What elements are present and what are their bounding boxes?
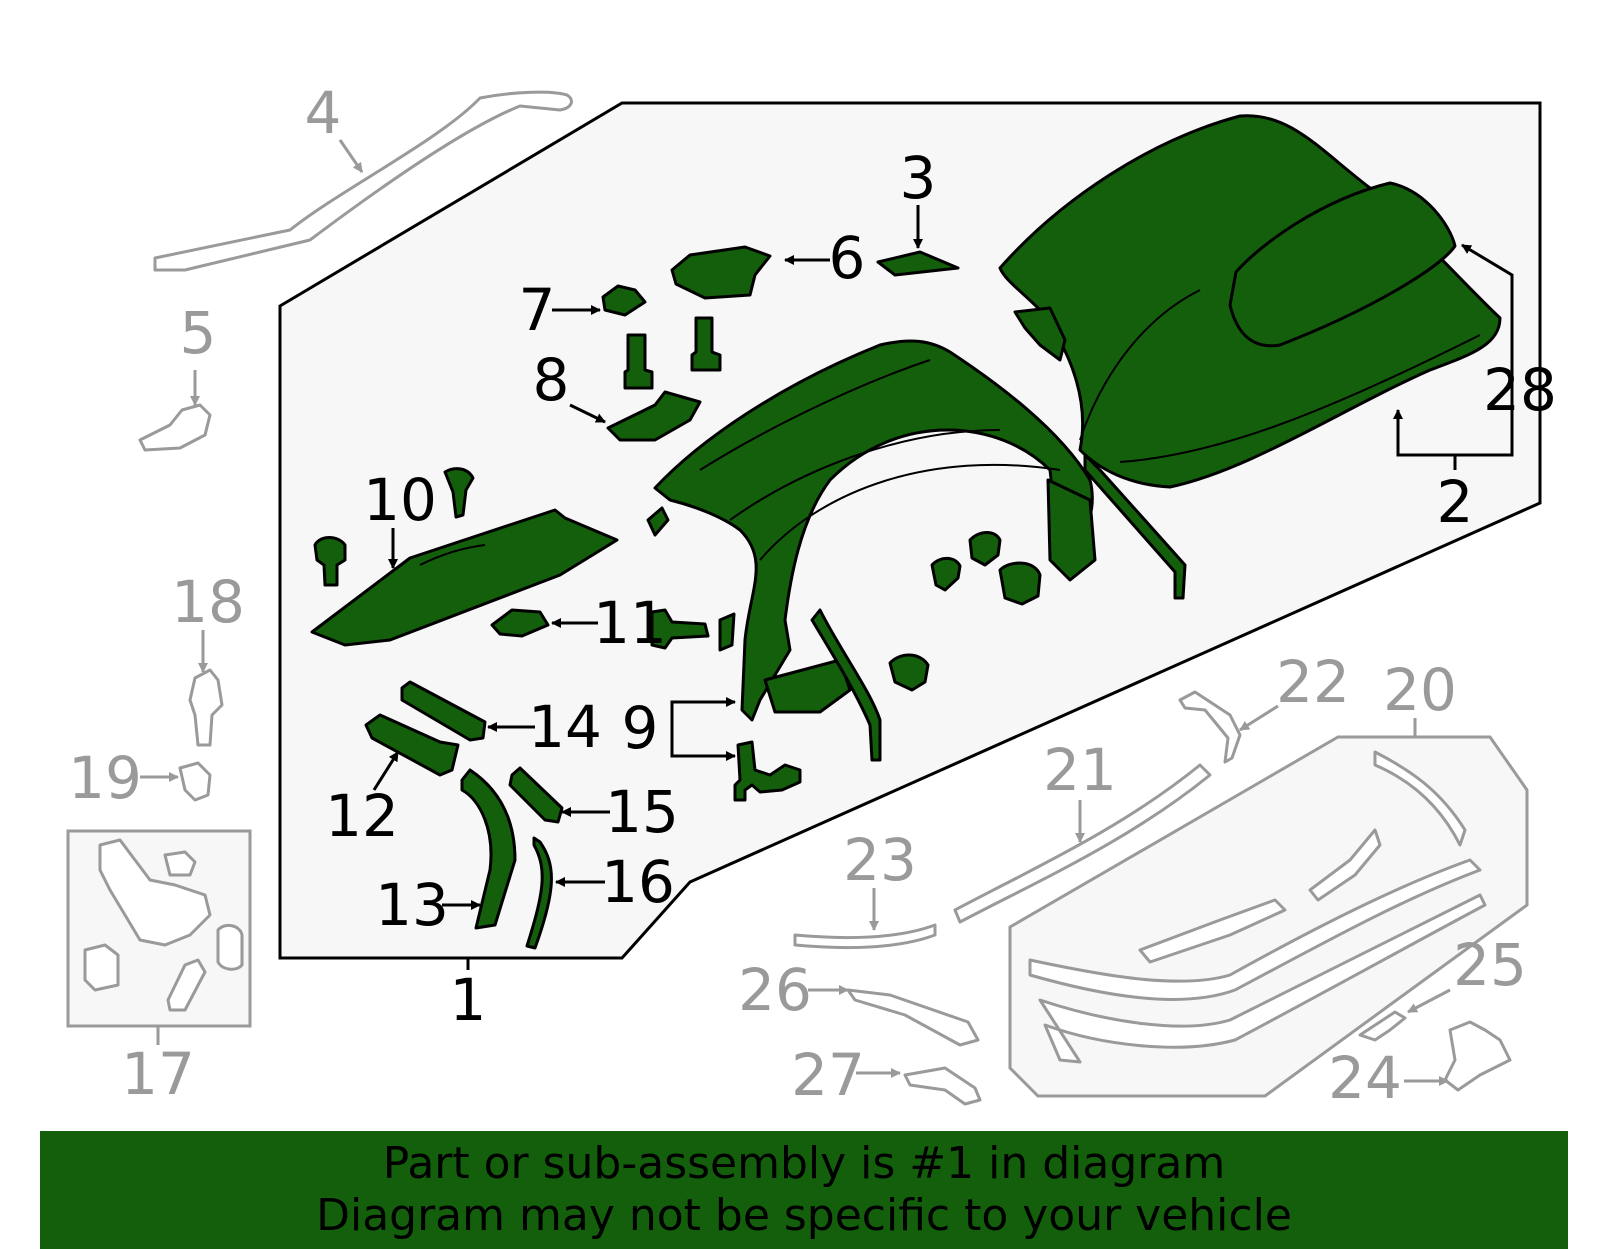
spacer-plate[interactable] xyxy=(718,612,736,652)
callout-20: 20 xyxy=(1383,656,1457,724)
grommet-a[interactable] xyxy=(930,556,962,592)
part-22-bracket xyxy=(1178,690,1242,764)
callout-27: 27 xyxy=(791,1041,865,1109)
part-9-cable[interactable] xyxy=(733,740,802,802)
bolt-b[interactable] xyxy=(690,316,722,372)
part-15-strip[interactable] xyxy=(508,766,564,824)
part-20-bracket-a xyxy=(1138,898,1287,964)
part-17-component-a xyxy=(98,838,212,947)
callout-19: 19 xyxy=(68,744,142,812)
part-25-bracket xyxy=(1358,1010,1407,1042)
part-17-component-b xyxy=(163,850,197,877)
callout-22: 22 xyxy=(1276,648,1350,716)
part-27-strip xyxy=(903,1066,982,1106)
callout-15: 15 xyxy=(605,778,679,846)
callout-28: 28 xyxy=(1483,356,1557,424)
panel-clip[interactable] xyxy=(313,536,347,587)
part-13-seal[interactable] xyxy=(460,768,517,930)
part-20-bracket-b xyxy=(1308,828,1382,902)
part-21-strip xyxy=(953,763,1212,924)
bolt-a[interactable] xyxy=(623,333,654,390)
part-10-panel[interactable] xyxy=(310,508,619,647)
part-5-bracket xyxy=(138,403,212,452)
callout-13: 13 xyxy=(375,871,449,939)
side-cable[interactable] xyxy=(1083,453,1187,600)
callout-18: 18 xyxy=(171,568,245,636)
part-10-screw[interactable] xyxy=(443,467,475,519)
callout-9: 9 xyxy=(622,694,659,762)
grommet-d[interactable] xyxy=(888,653,930,692)
part-18-clip xyxy=(188,668,224,747)
rear-window[interactable] xyxy=(1228,181,1457,348)
callout-10: 10 xyxy=(363,466,437,534)
banner-line-2: Diagram may not be specific to your vehi… xyxy=(316,1190,1292,1241)
callout-5: 5 xyxy=(180,299,217,367)
part-4-rail xyxy=(153,90,573,272)
callout-26: 26 xyxy=(738,956,812,1024)
part-12-bracket[interactable] xyxy=(364,713,460,777)
callout-21: 21 xyxy=(1043,736,1117,804)
part-16-seal[interactable] xyxy=(525,836,553,950)
callout-14: 14 xyxy=(528,693,602,761)
callout-11: 11 xyxy=(593,589,667,657)
frame-bracket[interactable] xyxy=(646,506,670,537)
part-23-strip xyxy=(793,923,937,950)
part-19-clip xyxy=(178,761,212,802)
part-17-component-e xyxy=(166,958,207,1012)
part-17-component-c xyxy=(83,943,120,992)
callout-24: 24 xyxy=(1328,1044,1402,1112)
part-20-seal-c xyxy=(1373,750,1467,847)
part-8-bracket[interactable] xyxy=(606,390,702,442)
info-banner: Part or sub-assembly is #1 in diagram Di… xyxy=(40,1131,1568,1249)
callout-17: 17 xyxy=(121,1040,195,1108)
trim-piece-small[interactable] xyxy=(1013,306,1067,362)
grommet-b[interactable] xyxy=(968,531,1002,567)
part-7-clip[interactable] xyxy=(601,284,647,317)
callout-1: 1 xyxy=(450,966,487,1034)
part-20-seal-a xyxy=(1028,858,1482,1001)
part-26-strip xyxy=(846,988,980,1047)
banner-line-1: Part or sub-assembly is #1 in diagram xyxy=(382,1138,1226,1189)
top-frame[interactable] xyxy=(653,339,1097,762)
part-14-strip[interactable] xyxy=(400,680,487,742)
grommet-c[interactable] xyxy=(998,561,1042,606)
callout-12: 12 xyxy=(325,782,399,850)
callout-25: 25 xyxy=(1453,931,1527,999)
callout-16: 16 xyxy=(601,848,675,916)
part-20-seal-b xyxy=(1038,893,1487,1064)
part-24-bracket xyxy=(1443,1020,1512,1092)
part-11-bolt[interactable] xyxy=(650,608,710,650)
callout-2: 2 xyxy=(1437,468,1474,536)
part-3-plate[interactable] xyxy=(876,250,960,277)
part-11-pad[interactable] xyxy=(490,608,550,638)
callout-4: 4 xyxy=(305,79,342,147)
part-17-component-d xyxy=(216,923,244,971)
callout-8: 8 xyxy=(533,346,570,414)
callout-6: 6 xyxy=(829,224,866,292)
callout-7: 7 xyxy=(519,276,556,344)
callout-23: 23 xyxy=(843,826,917,894)
part-6-bracket[interactable] xyxy=(670,245,772,300)
callout-3: 3 xyxy=(900,144,937,212)
